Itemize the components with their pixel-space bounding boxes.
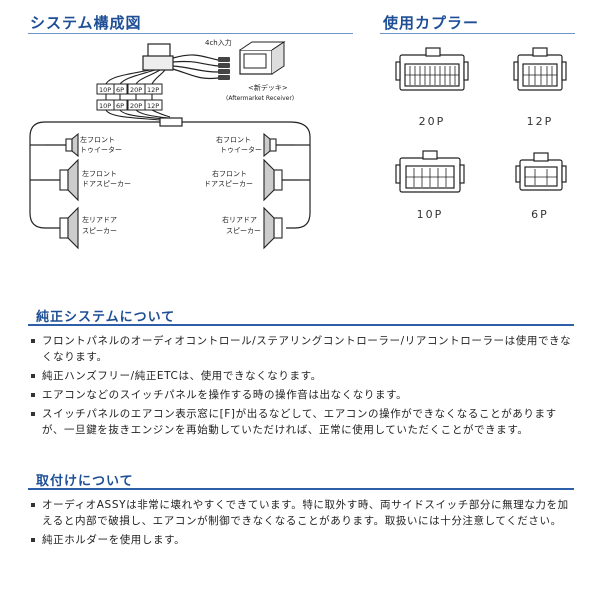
conn-r1-20p: 20P (130, 86, 142, 94)
genuine-system-divider (28, 324, 574, 326)
right-rear-door-label-1: 右リアドア (222, 215, 257, 224)
coupler-6p-label: 6P (531, 208, 549, 221)
coupler-10p-icon (395, 150, 465, 193)
conn-r2-20p: 20P (130, 102, 142, 110)
conn-r1-6p: 6P (116, 86, 124, 94)
conn-r1-12p: 12P (147, 86, 159, 94)
right-rear-door-speaker-icon (263, 206, 283, 250)
list-item: スイッチパネルのエアコン表示窓に[F]が出るなどして、エアコンの操作ができなくな… (30, 406, 575, 438)
harness-box-main (142, 55, 174, 71)
genuine-system-list: フロントパネルのオーディオコントロール/ステアリングコントローラー/リアコントロ… (30, 333, 575, 441)
connector-row-1: 10P 6P 20P 12P (96, 83, 163, 95)
right-front-door-speaker-icon (263, 158, 283, 202)
left-rear-door-label-2: スピーカー (82, 227, 117, 235)
conn-r2-10p: 10P (99, 102, 111, 110)
coupler-12p-label: 12P (526, 115, 554, 128)
genuine-system-heading: 純正システムについて (36, 310, 176, 325)
rca-cables (172, 54, 219, 80)
list-item: 純正ホルダーを使用します。 (30, 532, 575, 548)
system-diagram-title: システム構成図 (30, 14, 142, 32)
input-4ch-label: 4ch入力 (205, 38, 232, 47)
new-deck-icon (239, 41, 286, 75)
conn-r2-12p: 12P (147, 102, 159, 110)
right-front-tweeter-label-1: 右フロント (216, 135, 251, 144)
list-item: フロントパネルのオーディオコントロール/ステアリングコントローラー/リアコントロ… (30, 333, 575, 365)
rca-plugs (218, 57, 230, 80)
installation-heading: 取付けについて (36, 474, 134, 489)
installation-divider (28, 488, 574, 490)
list-item: 純正ハンズフリー/純正ETCは、使用できなくなります。 (30, 368, 575, 384)
coupler-20p-icon (395, 47, 469, 91)
left-rear-door-label-1: 左リアドア (82, 215, 117, 224)
system-diagram-title-underline (28, 33, 353, 34)
speaker-wiring (29, 121, 311, 229)
right-front-door-label-2: ドアスピーカー (204, 180, 253, 188)
right-front-door-label-1: 右フロント (212, 169, 247, 178)
harness-wires (105, 69, 171, 121)
conn-r1-10p: 10P (99, 86, 111, 94)
coupler-10p-label: 10P (416, 208, 444, 221)
left-front-tweeter-label-1: 左フロント (80, 135, 115, 144)
list-item: エアコンなどのスイッチパネルを操作する時の操作音は出なくなります。 (30, 387, 575, 403)
new-deck-label: <新デッキ> (248, 83, 288, 92)
right-front-tweeter-icon (263, 132, 277, 158)
coupler-6p-icon (515, 152, 567, 191)
left-front-door-label-2: ドアスピーカー (82, 180, 131, 188)
right-front-tweeter-label-2: トゥイーター (220, 145, 262, 154)
system-diagram: 4ch入力 <新デッキ> (Aftermarket Receiver) 10P … (29, 38, 567, 250)
coupler-12p-icon (513, 47, 567, 91)
central-connector (159, 117, 183, 127)
left-front-tweeter-icon (65, 132, 79, 158)
list-item: オーディオASSYは非常に壊れやすくできています。特に取外す時、両サイドスイッチ… (30, 497, 575, 529)
coupler-20p-label: 20P (418, 115, 446, 128)
left-front-tweeter-label-2: トゥイーター (80, 145, 122, 154)
aftermarket-label: (Aftermarket Receiver) (226, 95, 294, 102)
left-front-door-speaker-icon (59, 158, 79, 202)
right-rear-door-label-2: スピーカー (226, 227, 261, 235)
conn-r2-6p: 6P (116, 102, 124, 110)
left-rear-door-speaker-icon (59, 206, 79, 250)
connector-row-2: 10P 6P 20P 12P (96, 99, 163, 111)
coupler-title: 使用カプラー (383, 14, 480, 32)
installation-list: オーディオASSYは非常に壊れやすくできています。特に取外す時、両サイドスイッチ… (30, 497, 575, 551)
left-front-door-label-1: 左フロント (82, 169, 117, 178)
coupler-title-underline (380, 33, 575, 34)
